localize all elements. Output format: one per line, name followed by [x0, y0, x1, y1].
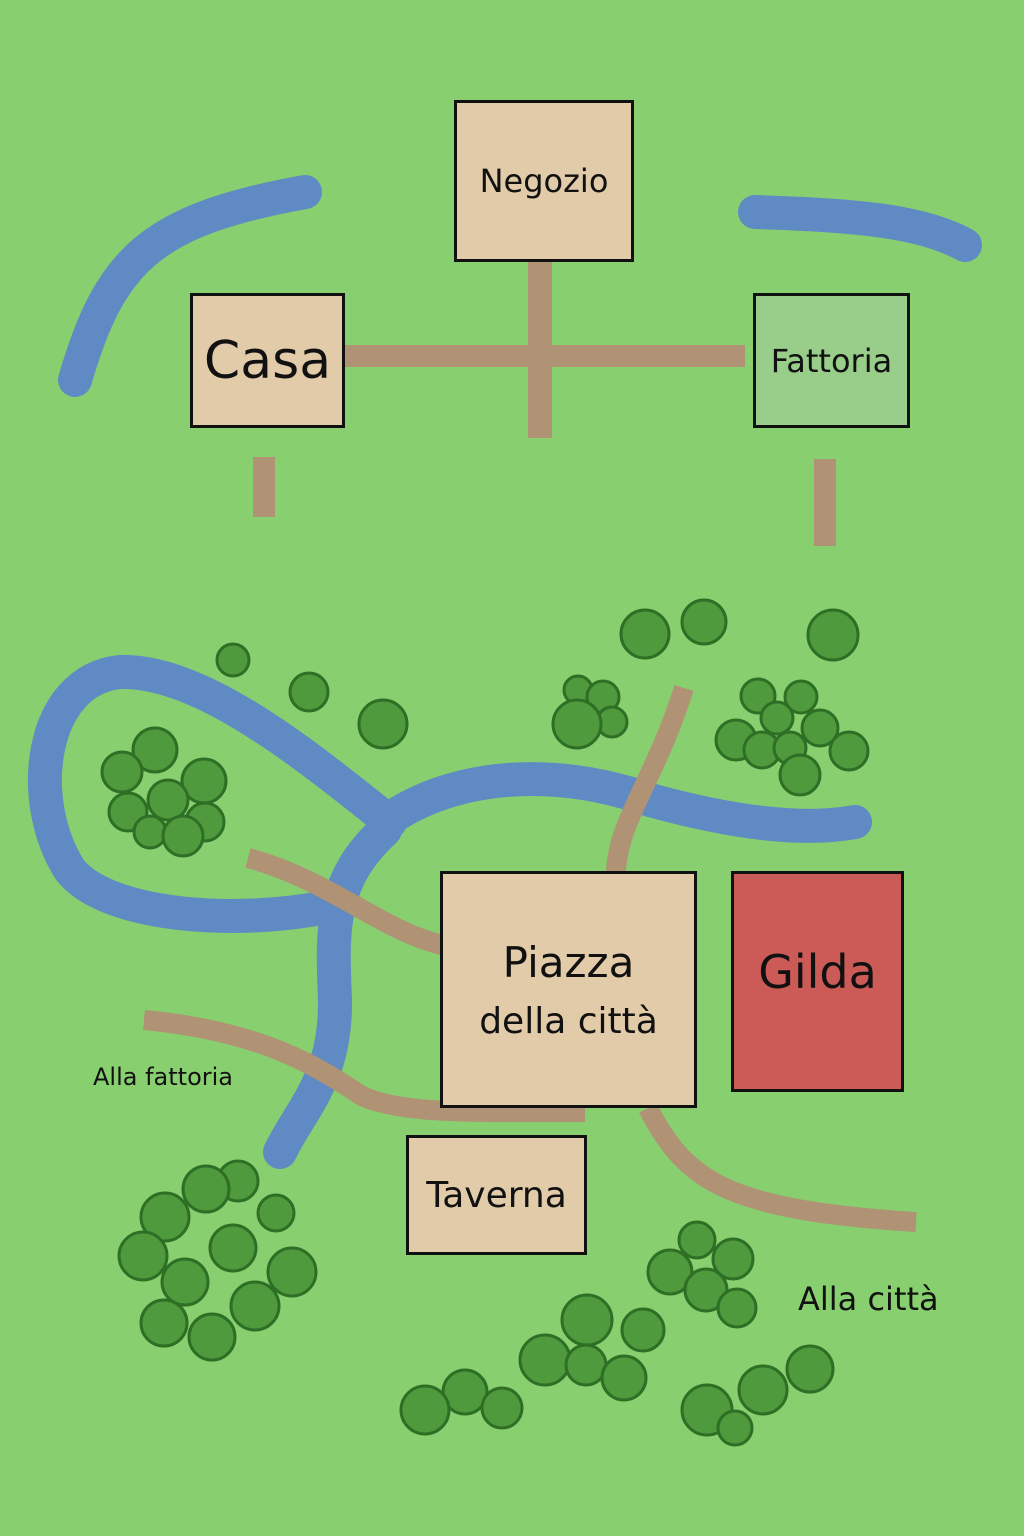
road-negozio — [528, 260, 552, 438]
building-label: Fattoria — [770, 341, 893, 380]
building-label: Taverna — [426, 1174, 567, 1216]
building-negozio[interactable]: Negozio — [454, 100, 634, 262]
tree-icon — [680, 598, 728, 646]
road-north-piazza — [606, 684, 694, 873]
river-south — [263, 813, 402, 1169]
river-northeast — [738, 195, 982, 262]
tree-icon — [759, 700, 795, 736]
building-label: Negozio — [479, 162, 609, 200]
tree-icon — [620, 1307, 666, 1353]
tree-icon — [266, 1246, 318, 1298]
tree-icon — [716, 1287, 758, 1329]
road-west-piazza — [245, 848, 445, 955]
building-casa[interactable]: Casa — [190, 293, 345, 428]
tree-icon — [518, 1333, 572, 1387]
roads-curved — [143, 684, 917, 1232]
tree-icon — [187, 1312, 237, 1362]
tree-icon — [600, 1354, 648, 1402]
tree-icon — [716, 1409, 754, 1447]
trees — [100, 598, 870, 1447]
roads-straight — [253, 260, 836, 546]
building-label: Piazza — [502, 937, 635, 987]
road-to-city — [639, 1103, 917, 1232]
building-fattoria[interactable]: Fattoria — [753, 293, 910, 428]
building-label: Casa — [203, 330, 332, 391]
tree-icon — [778, 753, 822, 797]
tree-icon — [100, 750, 144, 794]
building-taverna[interactable]: Taverna — [406, 1135, 587, 1255]
tree-icon — [711, 1237, 755, 1281]
road-stub-casa — [253, 457, 275, 517]
tree-icon — [737, 1364, 789, 1416]
tree-icon — [117, 1230, 169, 1282]
tree-icon — [646, 1248, 694, 1296]
tree-icon — [229, 1280, 281, 1332]
tree-icon — [146, 778, 190, 822]
tree-icon — [131, 726, 179, 774]
sign-to-city: Alla città — [798, 1280, 939, 1318]
tree-icon — [683, 1267, 729, 1313]
tree-icon — [619, 608, 671, 660]
tree-icon — [806, 608, 860, 662]
rivers — [27, 175, 982, 1169]
tree-icon — [399, 1384, 451, 1436]
tree-icon — [160, 1257, 210, 1307]
tree-icon — [132, 814, 168, 850]
tree-icon — [677, 1220, 717, 1260]
tree-icon — [480, 1386, 524, 1430]
river-loop — [27, 654, 407, 933]
tree-icon — [564, 1343, 608, 1387]
tree-icon — [161, 814, 205, 858]
building-label: Gilda — [758, 944, 877, 999]
tree-icon — [560, 1293, 614, 1347]
tree-icon — [785, 1344, 835, 1394]
building-piazza[interactable]: Piazza della città — [440, 871, 697, 1108]
tree-icon — [783, 679, 819, 715]
building-label-sub: della città — [479, 1000, 658, 1042]
tree-icon — [800, 708, 840, 748]
sign-to-farm: Alla fattoria — [93, 1063, 233, 1091]
tree-icon — [551, 698, 603, 750]
road-stub-fattoria — [814, 459, 836, 546]
tree-icon — [357, 698, 409, 750]
tree-icon — [256, 1193, 296, 1233]
tree-icon — [208, 1223, 258, 1273]
tree-icon — [139, 1191, 191, 1243]
tree-icon — [139, 1298, 189, 1348]
river-east — [368, 762, 872, 843]
tree-icon — [288, 671, 330, 713]
river-northwest — [58, 175, 322, 397]
road-to-farm — [143, 1010, 586, 1123]
tree-icon — [828, 730, 870, 772]
building-gilda[interactable]: Gilda — [731, 871, 904, 1092]
tree-icon — [181, 1164, 231, 1214]
tree-icon — [215, 642, 251, 678]
